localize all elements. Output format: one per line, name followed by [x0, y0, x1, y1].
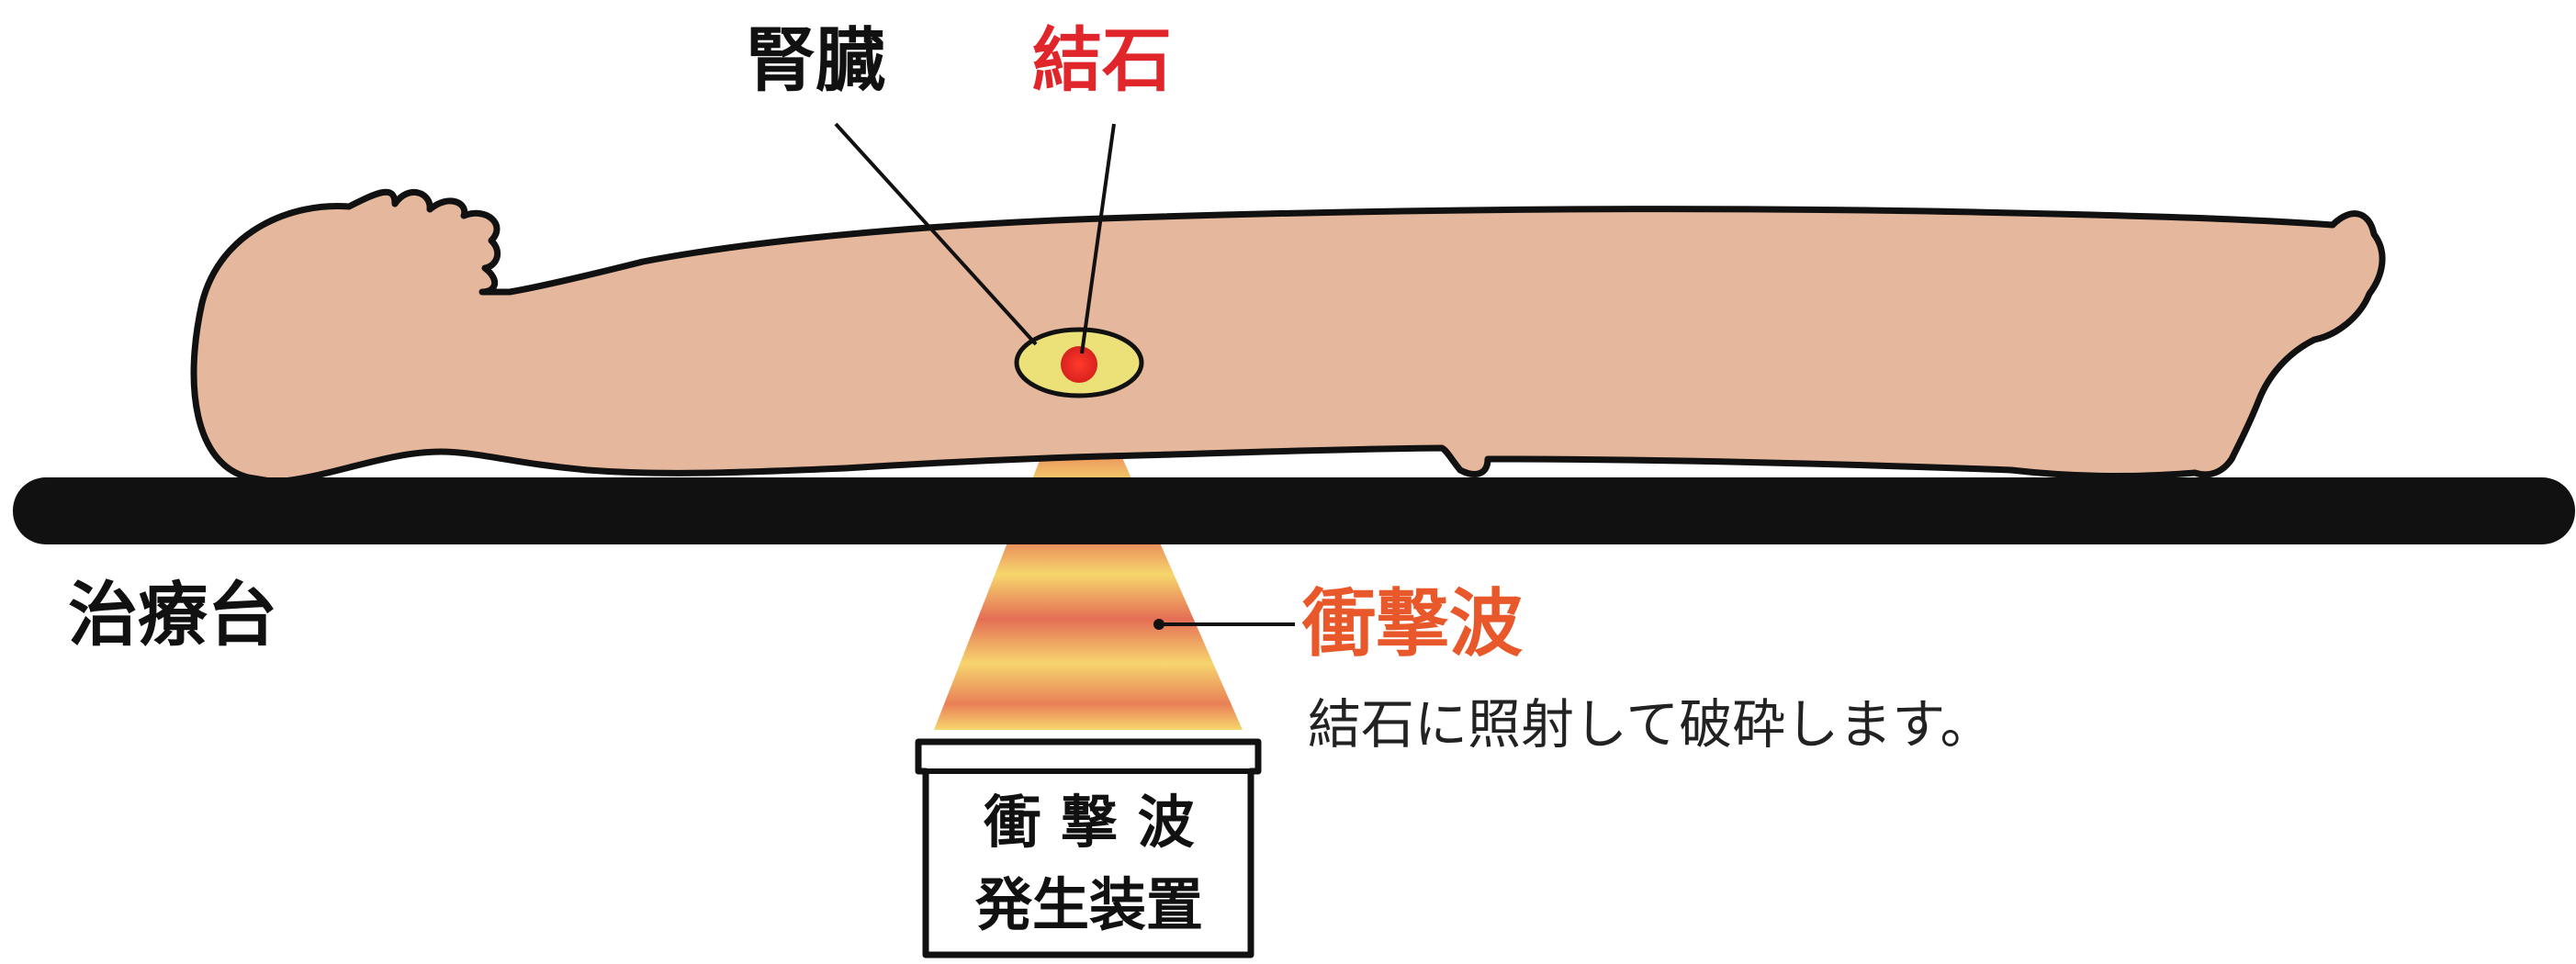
stone-label: 結石: [1032, 19, 1172, 101]
shockwave-cone: [934, 360, 1243, 730]
shockwave-description: 結石に照射して破砕します。: [1308, 693, 1994, 756]
generator-device: [915, 738, 1262, 958]
generator-label-line1: 衝 撃 波: [984, 789, 1195, 856]
kidney-leader-line: [834, 122, 1038, 346]
body-silhouette: [190, 188, 2386, 486]
kidney-label: 腎臓: [746, 19, 885, 101]
generator-label-line2: 発生装置: [974, 871, 1203, 938]
stone: [1061, 346, 1097, 383]
stone-leader-line: [1080, 123, 1116, 354]
table-label: 治療台: [68, 574, 277, 656]
shockwave-label: 衝撃波: [1302, 581, 1523, 667]
treatment-table: [13, 477, 2575, 544]
shockwave-leader-dot: [1153, 619, 1164, 630]
